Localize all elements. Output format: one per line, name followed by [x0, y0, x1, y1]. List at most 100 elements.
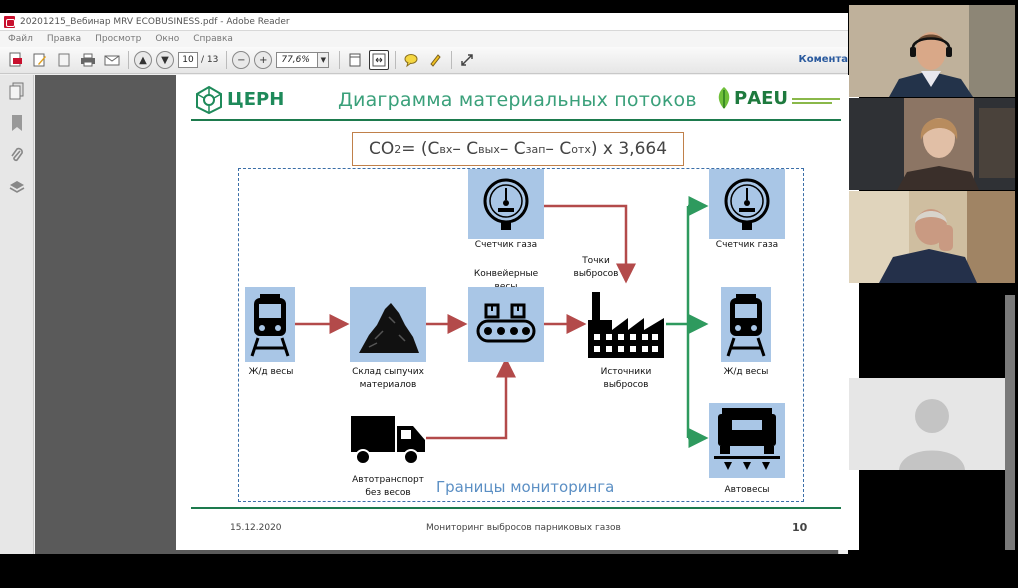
- toolbar-separator: [339, 51, 341, 69]
- slide-page-number: 10: [792, 521, 808, 534]
- train-icon: [250, 293, 290, 356]
- fit-page-button[interactable]: [345, 50, 365, 70]
- edit-button[interactable]: [30, 50, 50, 70]
- emission-points-label-line1: Точки: [582, 256, 610, 266]
- expand-button[interactable]: [457, 50, 477, 70]
- participants-scrollbar[interactable]: [1005, 295, 1015, 550]
- truck-icon: [351, 416, 425, 465]
- gauge-icon: [724, 178, 770, 230]
- paperclip-icon: [11, 147, 23, 162]
- menu-view[interactable]: Просмотр: [95, 34, 142, 44]
- toolbar-separator: [226, 51, 228, 69]
- rail-scale-out-node: [721, 287, 771, 362]
- truck-label-line1: Автотранспорт: [352, 475, 424, 485]
- plus-icon: +: [259, 54, 268, 66]
- print-button[interactable]: [78, 50, 98, 70]
- cern-logo-text: ЦЕРН: [227, 89, 285, 110]
- emission-sources-node: [586, 287, 666, 362]
- menu-file[interactable]: Файл: [8, 34, 33, 44]
- slide-footer-text: Мониторинг выбросов парниковых газов: [426, 523, 621, 533]
- navigation-sidebar: [0, 75, 34, 554]
- formula-sub: вх: [439, 142, 453, 156]
- video-tile-participant-1[interactable]: [849, 5, 1015, 97]
- create-pdf-button[interactable]: [6, 50, 26, 70]
- bookmarks-panel-button[interactable]: [0, 107, 34, 139]
- video-tile-participant-2[interactable]: [849, 98, 1015, 190]
- speech-bubble-icon: [404, 54, 418, 68]
- header-rule: [191, 119, 841, 121]
- truck-node: [348, 411, 428, 469]
- formula-sub: вых: [478, 142, 500, 156]
- zoom-input[interactable]: 77,6%: [276, 52, 319, 68]
- expand-icon: [461, 54, 474, 66]
- comment-button[interactable]: [401, 50, 421, 70]
- factory-icon: [588, 291, 664, 358]
- layers-icon: [9, 181, 25, 193]
- fit-width-button[interactable]: [369, 50, 390, 70]
- next-page-button[interactable]: ▼: [156, 51, 174, 69]
- gas-meter-top-node: [468, 169, 544, 239]
- slide-title: Диаграмма материальных потоков: [338, 89, 697, 111]
- video-tile-participant-3[interactable]: [849, 191, 1015, 283]
- title-bar: 20201215_Вебинар MRV ECOBUSINESS.pdf - A…: [0, 13, 848, 31]
- envelope-icon: [104, 55, 120, 66]
- truck-scale-node: [709, 403, 785, 478]
- page-number-input[interactable]: 10: [178, 52, 198, 68]
- printer-icon: [81, 53, 95, 67]
- no-video-placeholder: [849, 378, 1015, 470]
- monitoring-boundary: [238, 168, 804, 502]
- conveyor-scale-node: [468, 287, 544, 362]
- toolbar-separator: [128, 51, 129, 69]
- email-button[interactable]: [102, 50, 122, 70]
- rail-scale-out-label: Ж/д весы: [723, 367, 769, 377]
- green-flow-arrows: [666, 196, 709, 448]
- zoom-out-button[interactable]: −: [232, 51, 251, 69]
- edit-icon: [33, 53, 46, 67]
- participant-video-3: [849, 191, 1015, 283]
- comments-link[interactable]: Комента: [798, 54, 848, 65]
- video-tile-participant-4[interactable]: [849, 378, 1015, 470]
- page-total: / 13: [201, 55, 219, 65]
- layers-panel-button[interactable]: [0, 171, 34, 203]
- conveyor-icon: [476, 303, 536, 342]
- raeu-logo-icon: [718, 87, 730, 109]
- toolbar-separator: [451, 51, 453, 69]
- formula-sub: зап: [525, 142, 546, 156]
- formula-part: ) x 3,664: [590, 139, 668, 159]
- toolbar-separator: [395, 51, 397, 69]
- prev-page-button[interactable]: ▲: [134, 51, 152, 69]
- menu-window[interactable]: Окно: [155, 34, 180, 44]
- menu-edit[interactable]: Правка: [46, 34, 82, 44]
- pages-panel-button[interactable]: [0, 75, 34, 107]
- create-pdf-icon: [9, 52, 22, 67]
- truck-scale-icon: [714, 407, 780, 470]
- emission-sources-label-line1: Источники: [600, 367, 652, 377]
- formula-part: – C: [452, 139, 479, 159]
- attachments-panel-button[interactable]: [0, 139, 34, 171]
- emission-sources-label: Источники выбросов: [576, 366, 676, 392]
- zoom-dropdown[interactable]: ▼: [318, 52, 330, 68]
- raeu-logo-text: РАЕU: [734, 88, 789, 109]
- truck-scale-label: Автовесы: [724, 485, 770, 495]
- open-button[interactable]: [54, 50, 74, 70]
- formula-part: – C: [499, 139, 526, 159]
- truck-label: Автотранспорт без весов: [338, 474, 438, 500]
- formula-part: CO: [368, 139, 395, 159]
- menu-help[interactable]: Справка: [193, 34, 233, 44]
- emission-points-label: Точки выбросов: [556, 255, 636, 281]
- rail-scale-in-node: [245, 287, 295, 362]
- formula-part: – C: [545, 139, 572, 159]
- warehouse-label: Склад сыпучих материалов: [338, 366, 438, 392]
- raeu-tagline-graphic: [792, 98, 840, 104]
- chevron-down-icon: ▼: [320, 56, 327, 64]
- slide-page: ЦЕРН Диаграмма материальных потоков РАЕU…: [176, 75, 859, 550]
- highlight-button[interactable]: [425, 50, 445, 70]
- bookmark-icon: [12, 115, 22, 131]
- zoom-in-button[interactable]: +: [254, 51, 273, 69]
- flow-arrows: [295, 196, 709, 448]
- slide-date: 15.12.2020: [230, 523, 282, 533]
- gas-meter-right-node: [709, 169, 785, 239]
- formula-sub: 2: [394, 142, 402, 156]
- truck-label-line2: без весов: [365, 488, 411, 498]
